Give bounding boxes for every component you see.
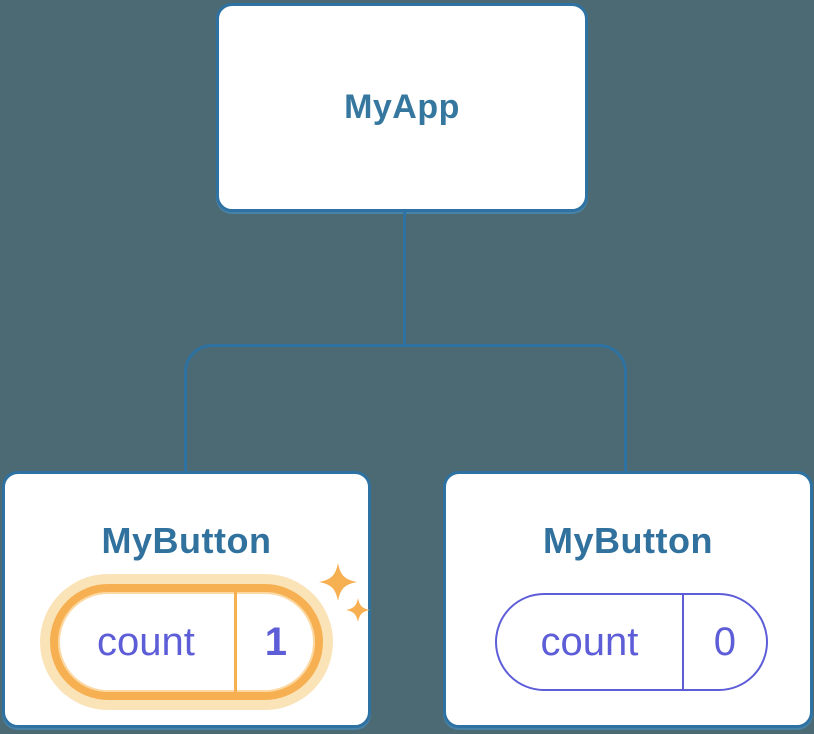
state-pill-active: count 1 xyxy=(50,584,323,700)
node-mybutton-1-label: MyButton xyxy=(101,520,272,561)
node-mybutton-1: MyButton count 1 xyxy=(2,471,371,728)
state-key: count xyxy=(497,595,684,689)
state-value: 0 xyxy=(713,619,737,664)
node-mybutton-2-label: MyButton xyxy=(543,520,713,561)
connector-branch xyxy=(184,344,627,472)
sparkles-icon xyxy=(319,563,370,622)
node-myapp-label: MyApp xyxy=(344,88,460,126)
node-myapp: MyApp xyxy=(216,3,588,212)
state-pill-default: count 0 xyxy=(495,593,768,691)
state-key: count xyxy=(58,592,237,692)
connector-root-stem xyxy=(403,212,406,347)
node-mybutton-2: MyButton count 0 xyxy=(443,471,813,728)
state-value: 1 xyxy=(264,619,288,664)
